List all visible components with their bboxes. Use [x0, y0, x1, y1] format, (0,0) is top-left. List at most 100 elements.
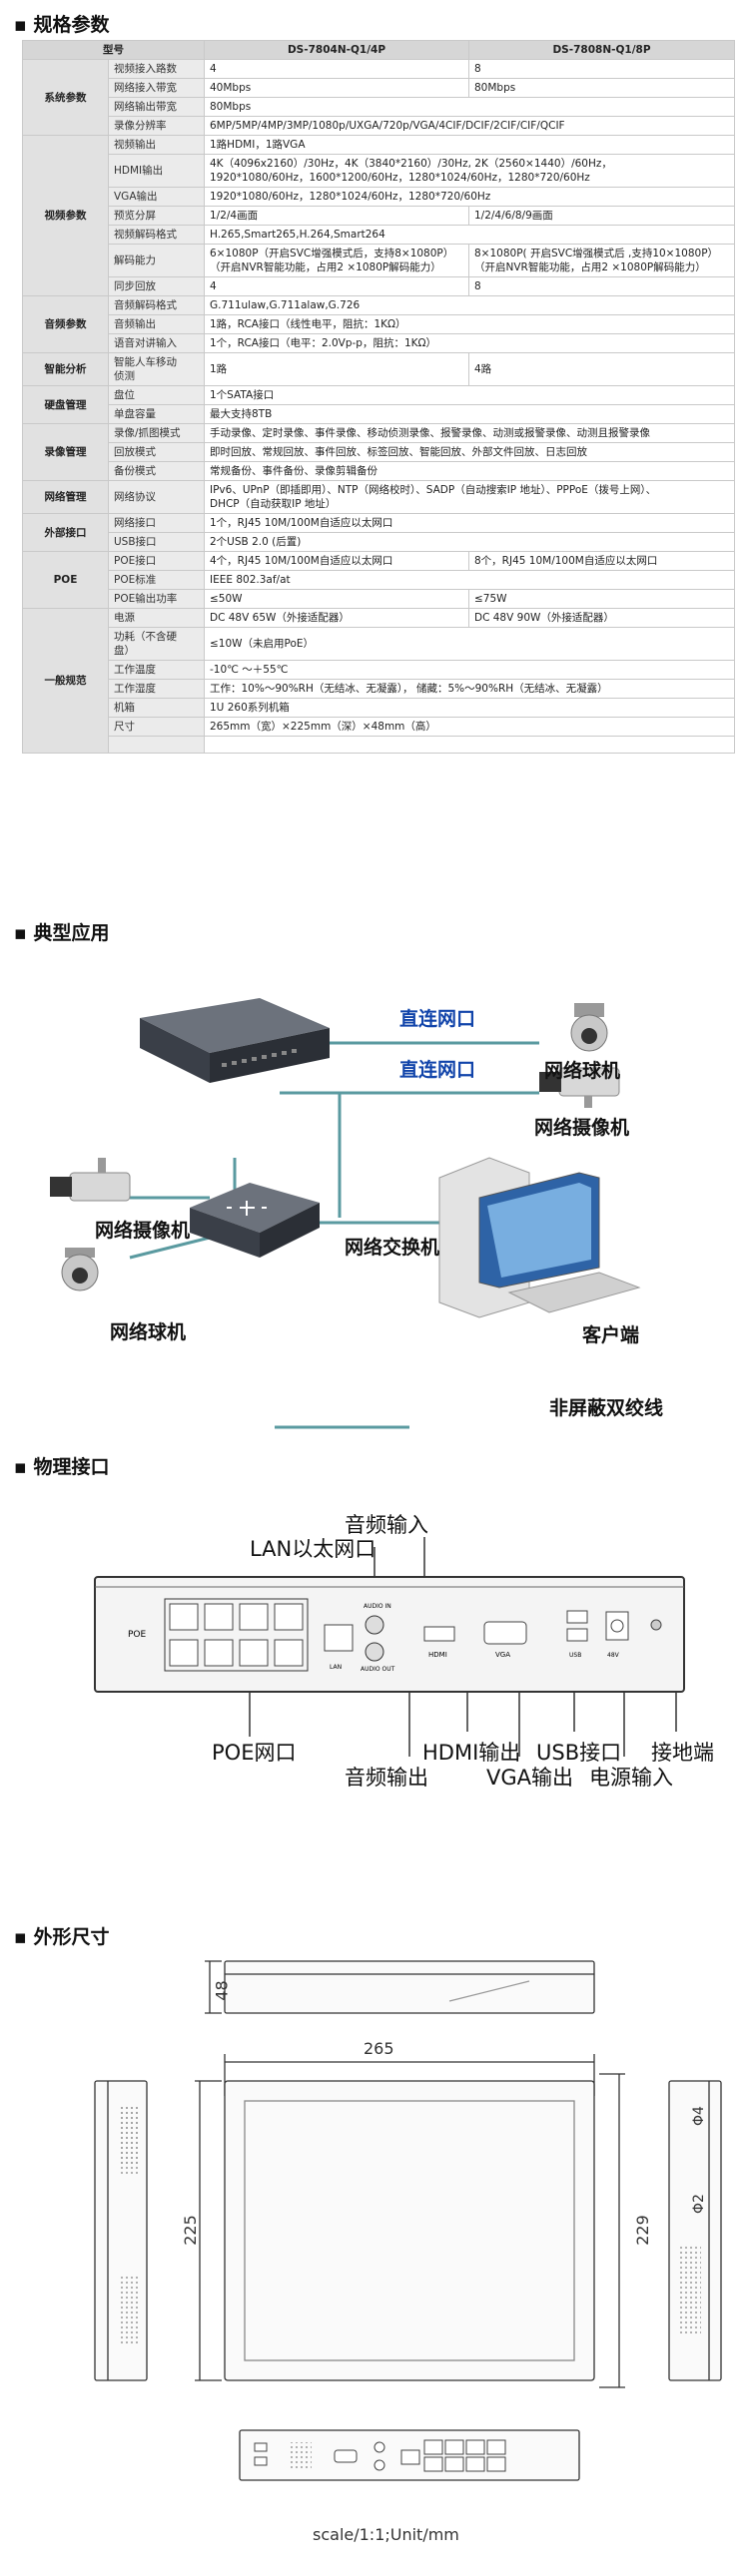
cell-a: 1/2/4画面	[204, 206, 469, 226]
row-label: VGA输出	[108, 187, 205, 207]
label-dome-1: 网络球机	[544, 1060, 621, 1082]
row-label: 音频输出	[108, 314, 205, 334]
panel-label-hdmi: HDMI	[428, 1651, 447, 1659]
cell-ab: 2个USB 2.0 (后置)	[204, 532, 735, 552]
cell-line: DHCP（自动获取IP 地址）	[210, 498, 337, 510]
cell-b: ≤75W	[468, 589, 735, 609]
table-row	[23, 736, 735, 754]
table-row: 录像管理 录像/抓图模式 手动录像、定时录像、事件录像、移动侦测录像、报警录像、…	[22, 423, 735, 481]
row-label: 视频接入路数	[108, 59, 205, 79]
panel-body	[94, 1576, 685, 1693]
bullet-camera-icon	[539, 1067, 620, 1108]
label-switch: 网络交换机	[345, 1237, 440, 1259]
cell-ab: 1个，RJ45 10M/100M自适应以太网口	[204, 513, 735, 533]
table-row: 网络管理 网络协议 IPv6、UPnP（即插即用）、NTP（网络校时）、SADP…	[22, 480, 735, 514]
usb-port-1	[566, 1610, 588, 1624]
bullet-camera-left-icon	[50, 1158, 131, 1202]
table-row: 智能分析 智能人车移动侦测 1路 4路	[22, 352, 735, 386]
panel-label-vga: VGA	[495, 1651, 510, 1659]
row-label: 网络输出带宽	[108, 97, 205, 117]
row-label: 网络协议	[108, 480, 205, 514]
section-title-spec: ▪ 规格参数	[14, 14, 110, 36]
cable-lines	[129, 1041, 539, 1429]
cell-a: ≤50W	[204, 589, 469, 609]
cell-ab: G.711ulaw,G.711alaw,G.726	[204, 295, 735, 315]
cell-line: IPv6、UPnP（即插即用）、NTP（网络校时）、SADP（自动搜索IP 地址…	[210, 484, 657, 496]
panel-label-audio-out: AUDIO OUT	[361, 1666, 395, 1673]
row-label: 机箱	[108, 698, 205, 718]
group-net: 网络管理	[22, 480, 109, 514]
cell-ab: 手动录像、定时录像、事件录像、移动侦测录像、报警录像、动测或报警录像、动测且报警…	[204, 423, 735, 443]
cell-line: （开启NVR智能功能，占用2 ×1080P解码能力）	[210, 261, 441, 273]
cell-ab: 1U 260系列机箱	[204, 698, 735, 718]
dim-width-value: 265	[364, 2039, 394, 2058]
table-row: 备份模式 常规备份、事件备份、录像剪辑备份	[23, 461, 735, 481]
panel-label-power: 48V	[607, 1652, 620, 1659]
switch-icon	[190, 1183, 320, 1258]
dim-scale: scale/1:1;Unit/mm	[313, 2525, 459, 2544]
table-row: 单盘容量 最大支持8TB	[23, 404, 735, 424]
table-row: 硬盘管理 盘位 1个SATA接口	[22, 385, 735, 424]
rear-panel-diagram: POE LAN AUDIO OUT AUDIO IN HDMI VGA USB …	[94, 1537, 685, 1757]
row-label: 同步回放	[108, 276, 205, 296]
table-row: 机箱 1U 260系列机箱	[23, 698, 735, 718]
panel-label-poe: POE	[128, 1630, 147, 1640]
group-audio: 音频参数	[22, 295, 109, 353]
application-diagram	[50, 998, 641, 1429]
table-row: 系统参数 视频接入路数 4 8	[22, 59, 735, 136]
row-label: 功耗（不含硬盘）	[108, 627, 205, 661]
row-label: 工作温度	[108, 660, 205, 680]
dim-depth-value: 225	[180, 2215, 200, 2246]
row-label: 解码能力	[108, 244, 205, 277]
row-label: 预览分屏	[108, 206, 205, 226]
table-row: 回放模式 即时回放、常规回放、事件回放、标签回放、智能回放、外部文件回放、日志回…	[23, 442, 735, 462]
table-row: 网络输出带宽 80Mbps	[23, 97, 735, 117]
label-poe: POE网口	[212, 1741, 297, 1765]
audio-in-jack	[365, 1615, 384, 1635]
row-label: 录像分辨率	[108, 116, 205, 136]
row-label: 尺寸	[108, 717, 205, 737]
group-ext: 外部接口	[22, 513, 109, 552]
nvr-device-icon	[140, 998, 330, 1083]
label-cam-2: 网络摄像机	[95, 1220, 191, 1242]
cell-ab: 工作：10%～90%RH（无结冰、无凝露）， 储藏：5%～90%RH（无结冰、无…	[204, 679, 735, 699]
cell-a: 1路	[204, 352, 469, 386]
label-lan: LAN以太网口	[250, 1537, 376, 1561]
dimension-drawing	[94, 1960, 722, 2481]
vga-port	[483, 1621, 527, 1645]
cell-line: 1920*1080/60Hz，1600*1200/60Hz，1280*1024/…	[210, 172, 590, 184]
row-label: 单盘容量	[108, 404, 205, 424]
cell-line: 6×1080P（开启SVC增强模式后，支持8×1080P）	[210, 248, 454, 259]
front-view	[224, 1960, 595, 2014]
table-row: 视频参数 视频输出 1路HDMI，1路VGA	[22, 135, 735, 296]
table-row: 工作温度 -10℃ ～＋55℃	[23, 660, 735, 680]
row-label: 备份模式	[108, 461, 205, 481]
label-direct-1: 直连网口	[399, 1008, 476, 1030]
section-title-iface: ▪ 物理接口	[14, 1456, 110, 1478]
group-rec: 录像管理	[22, 423, 109, 481]
table-row: 预览分屏 1/2/4画面 1/2/4/6/8/9画面	[23, 206, 735, 226]
label-audio-out: 音频输出	[345, 1766, 428, 1790]
table-row: VGA输出 1920*1080/60Hz，1280*1024/60Hz，1280…	[23, 187, 735, 207]
row-label: 视频输出	[108, 135, 205, 155]
client-pc-icon	[438, 1157, 641, 1318]
cell-line: 8×1080P( 开启SVC增强模式后 ,支持10×1080P）	[474, 248, 719, 259]
cell-line: 4K（4096x2160）/30Hz，4K（3840*2160）/30Hz, 2…	[210, 158, 612, 170]
table-row: 网络接入带宽 40Mbps 80Mbps	[23, 78, 735, 98]
label-cam-1: 网络摄像机	[534, 1117, 630, 1139]
cell-a: 4个，RJ45 10M/100M自适应以太网口	[204, 551, 469, 571]
panel-label-lan: LAN	[330, 1664, 342, 1671]
row-label: 电源	[108, 608, 205, 628]
label-client: 客户端	[582, 1324, 640, 1346]
cell-a: 4	[204, 276, 469, 296]
cell-ab: IPv6、UPnP（即插即用）、NTP（网络校时）、SADP（自动搜索IP 地址…	[204, 480, 735, 514]
cell-ab: 265mm（宽）×225mm（深）×48mm（高）	[204, 717, 735, 737]
table-row: USB接口 2个USB 2.0 (后置)	[23, 532, 735, 552]
table-row: 音频参数 音频解码格式 G.711ulaw,G.711alaw,G.726	[22, 295, 735, 353]
table-row: POE标准 IEEE 802.3af/at	[23, 570, 735, 590]
row-label: POE标准	[108, 570, 205, 590]
header-model: 型号	[22, 40, 205, 60]
dim-height-value: 48	[212, 1980, 232, 2001]
table-row: 同步回放 4 8	[23, 276, 735, 296]
row-label: 工作湿度	[108, 679, 205, 699]
